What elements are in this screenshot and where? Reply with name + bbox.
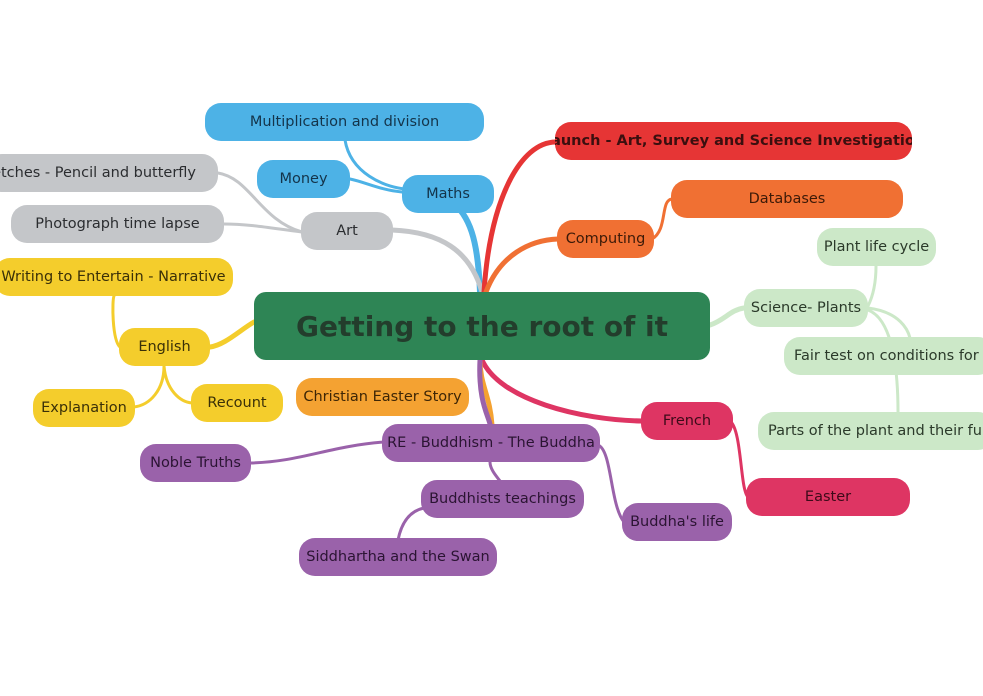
sketches-node[interactable]: sketches - Pencil and butterfly (0, 154, 218, 192)
photograph-time-lapse-node[interactable]: Photograph time lapse (11, 205, 224, 243)
connector-art (389, 227, 485, 295)
connector-sketches (216, 171, 304, 234)
re-buddhism-node[interactable]: RE - Buddhism - The Buddha (382, 424, 600, 462)
recount-node[interactable]: Recount (191, 384, 283, 422)
connector-plant-life (866, 264, 878, 308)
art-node[interactable]: Art (301, 212, 393, 250)
money-node[interactable]: Money (257, 160, 350, 198)
connector-money (348, 177, 404, 194)
central-topic[interactable]: Getting to the root of it (254, 292, 710, 360)
siddhartha-swan-node[interactable]: Siddhartha and the Swan (299, 538, 497, 576)
connector-siddhartha (396, 506, 426, 542)
english-node[interactable]: English (119, 328, 210, 366)
maths-node[interactable]: Maths (402, 175, 494, 213)
connector-french (479, 357, 645, 424)
multiplication-division-node[interactable]: Multiplication and division (205, 103, 484, 141)
parts-of-plant-node[interactable]: Parts of the plant and their fur (758, 412, 983, 450)
connector-computing (483, 236, 561, 295)
connector-fair-test (866, 306, 912, 340)
explanation-node[interactable]: Explanation (33, 389, 135, 427)
noble-truths-node[interactable]: Noble Truths (140, 444, 251, 482)
connector-recount (162, 364, 194, 405)
fair-test-node[interactable]: Fair test on conditions for g (784, 337, 983, 375)
plant-life-cycle-node[interactable]: Plant life cycle (817, 228, 936, 266)
databases-node[interactable]: Databases (671, 180, 903, 218)
connector-re (477, 357, 493, 427)
connector-science (707, 305, 747, 328)
french-node[interactable]: French (641, 402, 733, 440)
buddhas-life-node[interactable]: Buddha's life (622, 503, 732, 541)
buddhists-teachings-node[interactable]: Buddhists teachings (421, 480, 584, 518)
connector-launch (481, 139, 559, 295)
connector-writing (111, 294, 122, 349)
launch-node[interactable]: Launch - Art, Survey and Science Investi… (555, 122, 912, 160)
computing-node[interactable]: Computing (557, 220, 654, 258)
connector-databases (650, 197, 674, 241)
connector-photograph (222, 222, 304, 234)
connector-buddha-life (596, 443, 626, 524)
easter-node[interactable]: Easter (746, 478, 910, 516)
writing-to-entertain-node[interactable]: Writing to Entertain - Narrative (0, 258, 233, 296)
connector-easter (728, 419, 750, 499)
connector-explanation (132, 364, 166, 409)
connector-noble (248, 440, 386, 465)
connector-teachings (488, 460, 502, 483)
christian-easter-story-node[interactable]: Christian Easter Story (296, 378, 469, 416)
science-plants-node[interactable]: Science- Plants (744, 289, 868, 327)
connector-english (207, 319, 257, 350)
